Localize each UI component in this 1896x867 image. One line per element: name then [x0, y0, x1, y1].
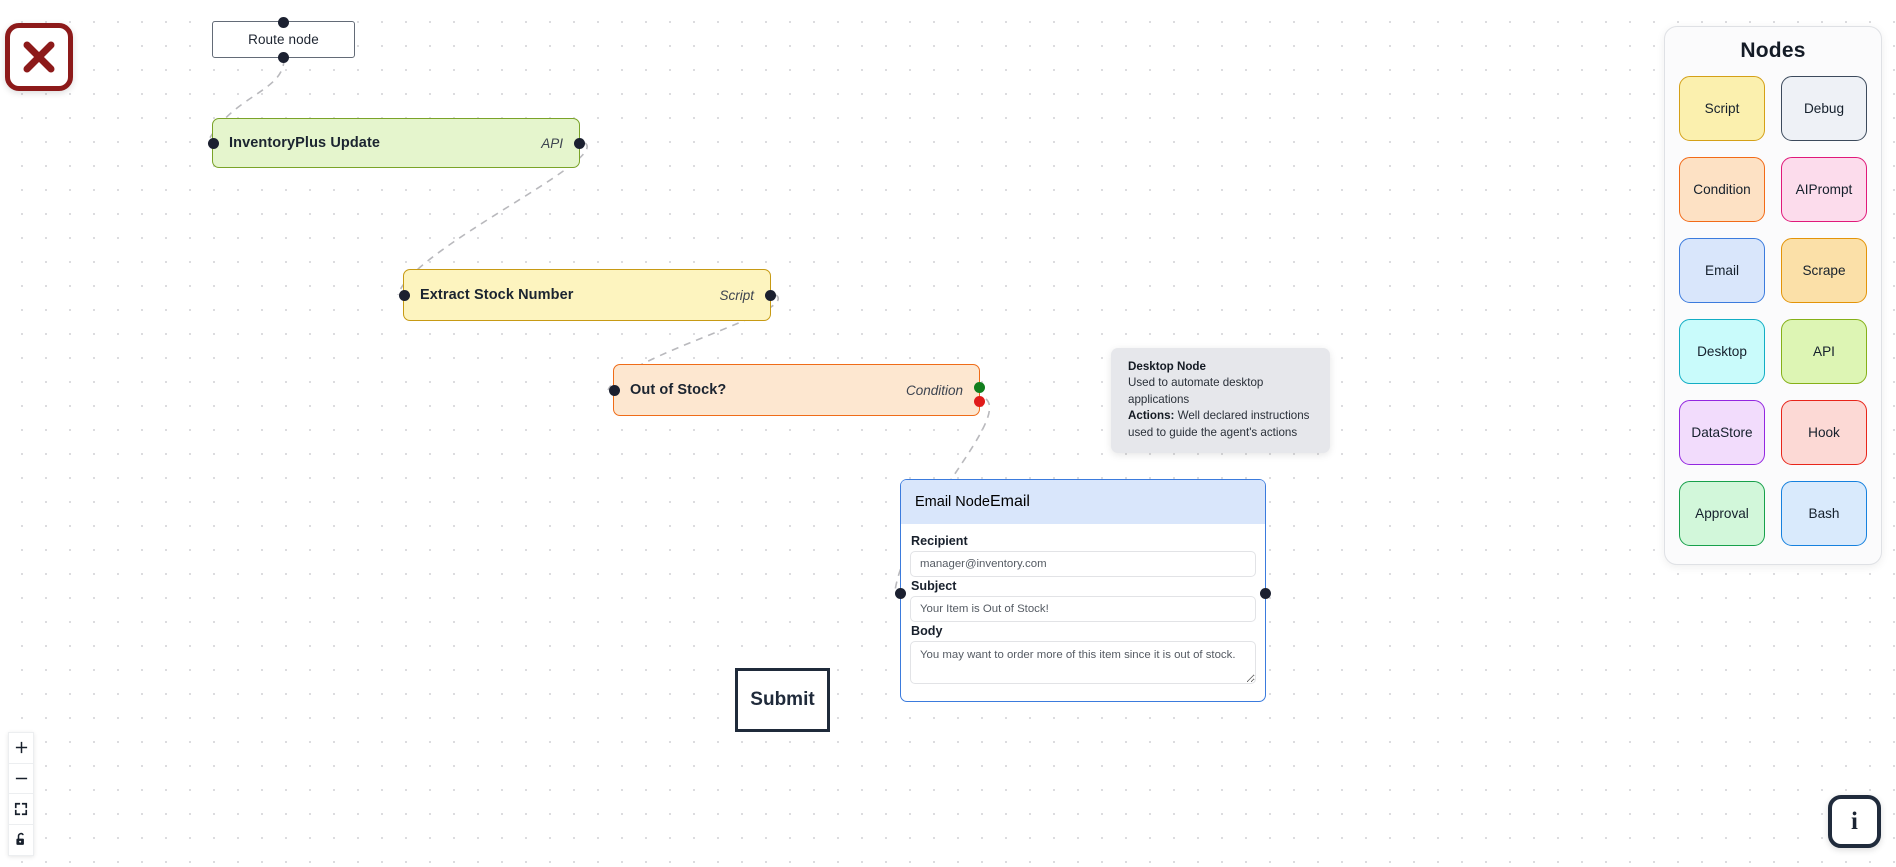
- palette-grid: Script Debug Condition AIPrompt Email Sc…: [1679, 76, 1867, 546]
- tooltip-actions-label: Actions:: [1128, 409, 1175, 423]
- palette-item-desktop[interactable]: Desktop: [1679, 319, 1765, 384]
- body-label: Body: [911, 624, 943, 638]
- node-kind-label: API: [541, 135, 563, 151]
- node-title: Out of Stock?: [630, 382, 727, 398]
- handle-target[interactable]: [608, 384, 620, 396]
- close-button[interactable]: [5, 23, 73, 91]
- zoom-in-button[interactable]: [9, 733, 33, 764]
- handle-target-top[interactable]: [278, 16, 289, 28]
- handle-source-false[interactable]: [973, 396, 985, 407]
- tooltip-description: Used to automate desktop applications: [1128, 376, 1264, 406]
- node-kind-label: Script: [719, 287, 754, 303]
- node-title: InventoryPlus Update: [229, 135, 381, 151]
- lock-toggle-button[interactable]: [9, 824, 33, 855]
- fit-view-button[interactable]: [9, 794, 33, 825]
- handle-source[interactable]: [1260, 587, 1271, 599]
- node-out-of-stock-condition[interactable]: Out of Stock? Condition: [608, 364, 985, 416]
- subject-input[interactable]: [910, 596, 1256, 622]
- node-extract-stock-number[interactable]: Extract Stock Number Script: [398, 269, 776, 321]
- minus-icon: [15, 777, 27, 779]
- node-email[interactable]: Email Node Email Recipient Subject Body …: [895, 479, 1271, 702]
- node-title: Extract Stock Number: [420, 287, 574, 303]
- zoom-controls[interactable]: [8, 732, 34, 856]
- handle-target[interactable]: [895, 587, 906, 599]
- tooltip-actions-line2: used to guide the agent's actions: [1128, 425, 1298, 439]
- palette-item-condition[interactable]: Condition: [1679, 157, 1765, 222]
- nodes-palette: Nodes Script Debug Condition AIPrompt Em…: [1664, 26, 1882, 565]
- tooltip-title: Desktop Node: [1128, 360, 1206, 373]
- handle-source[interactable]: [573, 137, 585, 149]
- handle-target[interactable]: [207, 137, 219, 149]
- submit-button[interactable]: Submit: [735, 668, 830, 732]
- palette-item-scrape[interactable]: Scrape: [1781, 238, 1867, 303]
- palette-item-aiprompt[interactable]: AIPrompt: [1781, 157, 1867, 222]
- subject-label: Subject: [911, 579, 957, 593]
- palette-item-debug[interactable]: Debug: [1781, 76, 1867, 141]
- info-button[interactable]: i: [1828, 795, 1881, 848]
- recipient-input[interactable]: [910, 551, 1256, 577]
- node-kind-label: Email: [989, 493, 1030, 510]
- handle-target[interactable]: [398, 289, 410, 301]
- palette-item-script[interactable]: Script: [1679, 76, 1765, 141]
- palette-item-bash[interactable]: Bash: [1781, 481, 1867, 546]
- email-node-header: Email Node Email: [901, 480, 1265, 524]
- recipient-label: Recipient: [911, 534, 968, 548]
- palette-title: Nodes: [1740, 39, 1806, 62]
- palette-item-api[interactable]: API: [1781, 319, 1867, 384]
- info-icon: i: [1851, 808, 1858, 835]
- node-tooltip: Desktop Node Used to automate desktop ap…: [1111, 348, 1330, 454]
- palette-item-hook[interactable]: Hook: [1781, 400, 1867, 465]
- tooltip-actions-line1: Well declared instructions: [1174, 409, 1310, 423]
- unlock-icon: [16, 833, 24, 846]
- body-textarea[interactable]: You may want to order more of this item …: [910, 641, 1256, 684]
- palette-item-approval[interactable]: Approval: [1679, 481, 1765, 546]
- handle-source-true[interactable]: [973, 382, 985, 393]
- email-node-body: Recipient Subject Body You may want to o…: [901, 524, 1265, 701]
- close-x-icon: [23, 41, 55, 73]
- zoom-out-button[interactable]: [9, 763, 33, 794]
- node-route[interactable]: Route node: [212, 16, 355, 63]
- plus-icon: [15, 742, 27, 754]
- handle-source[interactable]: [764, 289, 776, 301]
- tooltip-actions: Actions: Well declared instructions: [1128, 408, 1316, 424]
- node-kind-label: Condition: [905, 382, 963, 398]
- node-title: Email Node: [915, 494, 990, 510]
- palette-item-datastore[interactable]: DataStore: [1679, 400, 1765, 465]
- palette-item-email[interactable]: Email: [1679, 238, 1765, 303]
- node-inventoryplus-update[interactable]: InventoryPlus Update API: [207, 118, 585, 168]
- handle-source-bottom[interactable]: [278, 51, 289, 63]
- fit-view-icon: [14, 802, 28, 815]
- node-title: Route node: [248, 32, 319, 47]
